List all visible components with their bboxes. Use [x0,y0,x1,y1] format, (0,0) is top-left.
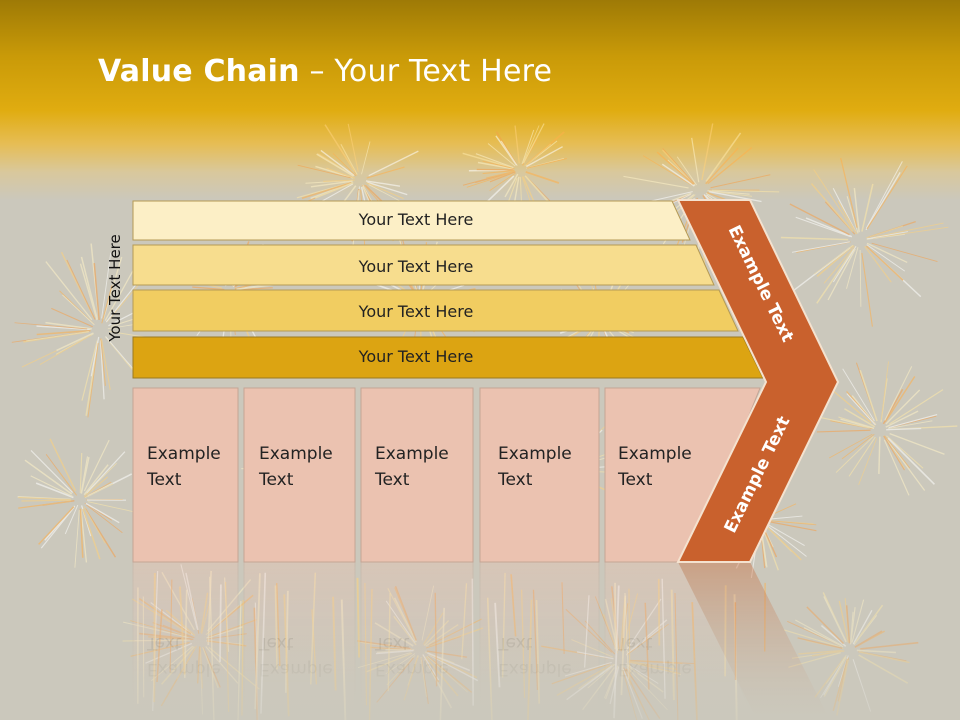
card-2-line2: Text [258,470,294,490]
svg-text:Example: Example [498,659,572,679]
svg-text:Example: Example [147,659,221,679]
card-2 [243,387,356,563]
card-4 [479,387,600,563]
svg-text:Text: Text [146,633,182,653]
svg-text:Text: Text [374,633,410,653]
bar-2-label: Your Text Here [358,257,474,276]
card-1-line1: Example [147,444,221,464]
card-3 [360,387,474,563]
bar-1 [132,200,691,241]
svg-text:Example: Example [375,659,449,679]
card-2-line1: Example [259,444,333,464]
svg-text:Example: Example [259,659,333,679]
card-5-line2: Text [617,470,653,490]
bar-4-label: Your Text Here [358,347,474,366]
svg-text:Text: Text [617,633,653,653]
side-label: Your Text Here [106,234,124,342]
card-5-line1: Example [618,444,692,464]
title-bold: Value Chain [98,54,300,89]
bar-3-label: Your Text Here [358,302,474,321]
card-3-line2: Text [374,470,410,490]
bar-3 [132,289,739,332]
card-3-line1: Example [375,444,449,464]
card-1 [132,387,239,563]
svg-text:Example: Example [618,659,692,679]
svg-text:Text: Text [258,633,294,653]
firework-burst [811,361,958,496]
svg-text:Text: Text [497,633,533,653]
bar-1-label: Your Text Here [358,210,474,229]
firework-burst [780,157,949,327]
bar-2 [132,244,715,286]
card-4-line2: Text [497,470,533,490]
card-1-line2: Text [146,470,182,490]
header-band [0,0,960,200]
slide-title: Value Chain – Your Text Here [98,54,552,89]
title-rest: – Your Text Here [299,54,553,89]
card-4-line1: Example [498,444,572,464]
firework-burst [17,438,133,568]
